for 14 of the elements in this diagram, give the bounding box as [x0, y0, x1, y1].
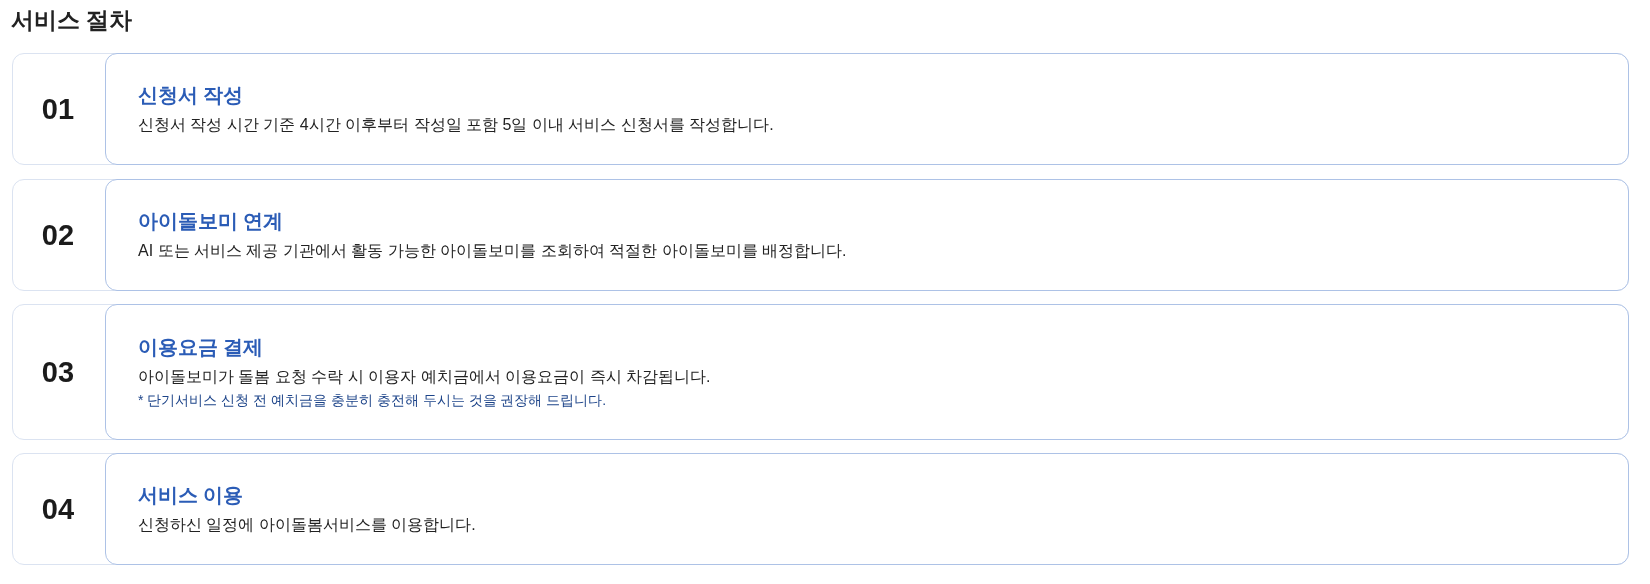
- step-number: 02: [41, 218, 75, 252]
- step-title: 신청서 작성: [138, 83, 244, 108]
- step-number: 04: [41, 492, 75, 526]
- step-number: 03: [41, 355, 75, 389]
- step-description: AI 또는 서비스 제공 기관에서 활동 가능한 아이돌보미를 조회하여 적절한 아이돌보미를 배정합니다.: [138, 241, 847, 261]
- step-title: 서비스 이용: [138, 483, 244, 508]
- step-description: 아이돌보미가 돌봄 요청 수락 시 이용자 예치금에서 이용요금이 즉시 차감됩니다.: [138, 367, 711, 387]
- note-text: * 단기서비스 신청 전 예치금을 충분히 충전해 두시는 것을 권장해 드립니다.: [138, 391, 607, 410]
- step-description: 신청서 작성 시간 기준 4시간 이후부터 작성일 포함 5일 이내 서비스 신청서를 작성합니다.: [138, 115, 774, 135]
- step-number: 01: [41, 92, 75, 126]
- heading: 서비스 절차: [11, 6, 133, 35]
- step-description: 신청하신 일정에 아이돌봄서비스를 이용합니다.: [138, 515, 476, 535]
- step-title: 이용요금 결제: [138, 335, 264, 360]
- step-title: 아이돌보미 연계: [138, 209, 284, 234]
